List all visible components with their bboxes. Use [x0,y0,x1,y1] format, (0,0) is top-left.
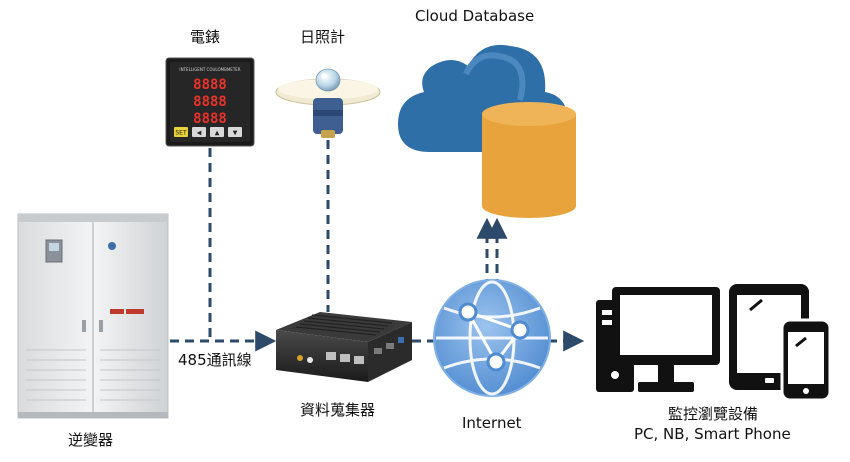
meter-digits-row-1: 8888 [193,77,227,93]
meter-key-label: ▼ [233,130,238,137]
cloud-database-icon [398,44,576,218]
comm-line-label: 485通訊線 [178,351,252,369]
meter-digits-row-3: 8888 [193,111,227,127]
meter-brand-text: INTELLIGENT COULOMBMETER [179,67,240,72]
power-meter-label: 電錶 [190,28,221,46]
meter-key-label: ▲ [215,130,220,137]
power-meter-icon: INTELLIGENT COULOMBMETER 8888 8888 8888 … [165,57,255,147]
internet-label: Internet [462,414,522,432]
internet-globe-icon [433,279,551,397]
pyranometer-label: 日照計 [300,28,346,46]
meter-key-label: ◀ [197,130,202,137]
data-collector-icon [276,312,412,382]
inverter-label: 逆變器 [68,431,114,449]
meter-left-key [192,127,206,137]
inverter-cabinet-icon [17,213,169,419]
database-cylinder [482,102,576,218]
monitor-devices-label: PC, NB, Smart Phone [634,425,791,443]
monitor-title-label: 監控瀏覽設備 [668,405,759,423]
data-collector-label: 資料蒐集器 [300,401,376,419]
meter-up-key [210,127,224,137]
pyranometer-icon [275,68,381,138]
meter-digits-row-2: 8888 [193,94,227,110]
desktop-tablet-phone-icon [596,284,832,402]
meter-down-key [228,127,242,137]
meter-key-label: SET [175,130,187,137]
meter-set-key [174,127,188,137]
cloud-database-label: Cloud Database [415,7,535,25]
